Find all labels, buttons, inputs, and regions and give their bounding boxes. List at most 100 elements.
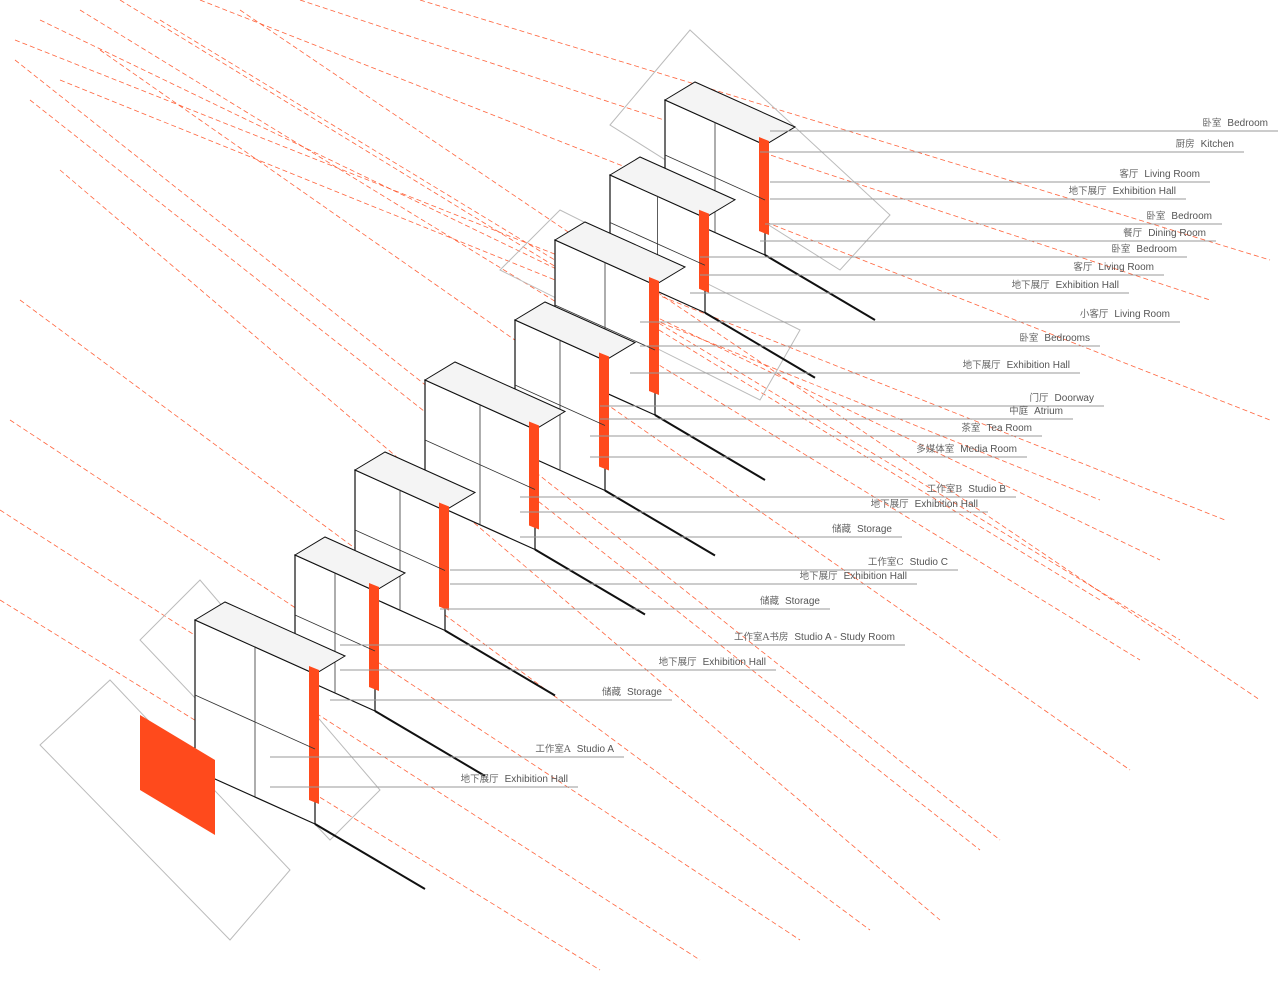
- room-label-zh: 卧室: [1019, 333, 1039, 344]
- room-label-zh: 门厅: [1029, 393, 1049, 404]
- accent-panel: [699, 209, 709, 293]
- room-label-en: Kitchen: [1200, 139, 1234, 150]
- room-label-zh: 厨房: [1175, 139, 1195, 150]
- room-label-zh: 地下展厅: [962, 360, 1001, 371]
- ground-line: [374, 710, 486, 777]
- building-roof: [513, 301, 637, 362]
- building-roof: [608, 156, 737, 219]
- ground-line: [604, 489, 716, 557]
- room-label-en: Dining Room: [1148, 228, 1206, 239]
- floor-divider: [424, 439, 536, 490]
- room-label-zh: 小客厅: [1079, 309, 1109, 320]
- room-label-en: Tea Room: [986, 423, 1032, 434]
- room-label-en: Studio C: [909, 557, 948, 568]
- building-roof: [663, 81, 797, 146]
- floor-divider: [194, 694, 316, 750]
- room-label-en: Living Room: [1098, 262, 1154, 273]
- floor-divider: [609, 222, 706, 266]
- accent-panel: [599, 352, 609, 471]
- room-label-zh: 客厅: [1073, 262, 1093, 273]
- room-label-en: Bedroom: [1171, 211, 1212, 222]
- accent-panel: [649, 277, 659, 395]
- room-label-zh: 地下展厅: [1011, 280, 1050, 291]
- room-label-zh: 工作室A: [535, 744, 571, 755]
- room-label: 储藏 Storage: [760, 596, 820, 608]
- room-label: 中庭 Atrium: [1009, 406, 1063, 418]
- projection-line: [9, 419, 801, 941]
- room-label-zh: 地下展厅: [658, 657, 697, 668]
- ground-line: [764, 254, 876, 321]
- room-label-en: Exhibition Hall: [1006, 360, 1070, 371]
- building-roof: [423, 361, 567, 431]
- room-label-en: Bedrooms: [1044, 333, 1090, 344]
- room-label-en: Storage: [626, 687, 662, 698]
- room-label-zh: 卧室: [1146, 211, 1166, 222]
- accent-panel: [369, 583, 379, 691]
- room-label-en: Exhibition Hall: [1055, 280, 1119, 291]
- room-label: 地下展厅 Exhibition Hall: [1069, 186, 1176, 198]
- room-label: 卧室 Bedroom: [1146, 211, 1212, 223]
- room-label-zh: 工作室A书房: [734, 632, 789, 643]
- room-label-zh: 工作室C: [867, 557, 904, 568]
- room-label-zh: 卧室: [1111, 244, 1131, 255]
- room-label: 客厅 Living Room: [1073, 262, 1154, 274]
- site-plate: [499, 209, 801, 401]
- room-label-zh: 地下展厅: [460, 774, 499, 785]
- projection-line: [419, 0, 1271, 261]
- room-label-en: Bedroom: [1227, 118, 1268, 129]
- floor-divider: [514, 384, 606, 426]
- room-label-zh: 工作室B: [926, 484, 963, 495]
- room-label: 茶室 Tea Room: [961, 423, 1032, 435]
- room-label-zh: 储藏: [601, 687, 621, 698]
- projection-line: [29, 99, 981, 851]
- building-roof: [353, 451, 477, 512]
- orange-facade: [140, 715, 215, 835]
- projection-line: [39, 19, 1161, 561]
- room-label: 地下展厅 Exhibition Hall: [1012, 280, 1119, 292]
- room-label: 门厅 Doorway: [1030, 393, 1094, 405]
- room-label-en: Exhibition Hall: [1112, 186, 1176, 197]
- site-plate: [39, 679, 291, 941]
- ground-line: [444, 629, 556, 697]
- room-label-en: Exhibition Hall: [843, 571, 907, 582]
- room-label: 储藏 Storage: [602, 687, 662, 699]
- projection-line: [99, 49, 1131, 771]
- room-label-zh: 卧室: [1202, 118, 1222, 129]
- floor-divider: [664, 154, 766, 201]
- room-label: 卧室 Bedrooms: [1019, 333, 1090, 345]
- ground-line: [314, 823, 426, 890]
- room-label-en: Atrium: [1034, 406, 1063, 417]
- ground-line: [704, 311, 816, 379]
- projection-line: [79, 9, 1141, 661]
- room-label-zh: 客厅: [1119, 169, 1139, 180]
- room-label-en: Bedroom: [1136, 244, 1177, 255]
- room-label-en: Doorway: [1054, 393, 1094, 404]
- projection-line: [0, 509, 701, 961]
- room-label-zh: 地下展厅: [1068, 186, 1107, 197]
- room-label-en: Exhibition Hall: [914, 499, 978, 510]
- room-label-zh: 储藏: [759, 596, 779, 607]
- room-label-zh: 茶室: [961, 423, 981, 434]
- building-roof: [293, 536, 407, 592]
- room-label: 卧室 Bedroom: [1202, 118, 1268, 130]
- room-label-en: Storage: [784, 596, 820, 607]
- ground-line: [534, 548, 646, 616]
- projection-line: [59, 169, 941, 921]
- room-label-zh: 储藏: [831, 524, 851, 535]
- room-label-zh: 中庭: [1009, 406, 1029, 417]
- room-label-en: Studio B: [968, 484, 1006, 495]
- building-roof: [193, 601, 347, 675]
- ground-line: [654, 414, 766, 481]
- room-label-en: Storage: [856, 524, 892, 535]
- room-label: 地下展厅 Exhibition Hall: [963, 360, 1070, 372]
